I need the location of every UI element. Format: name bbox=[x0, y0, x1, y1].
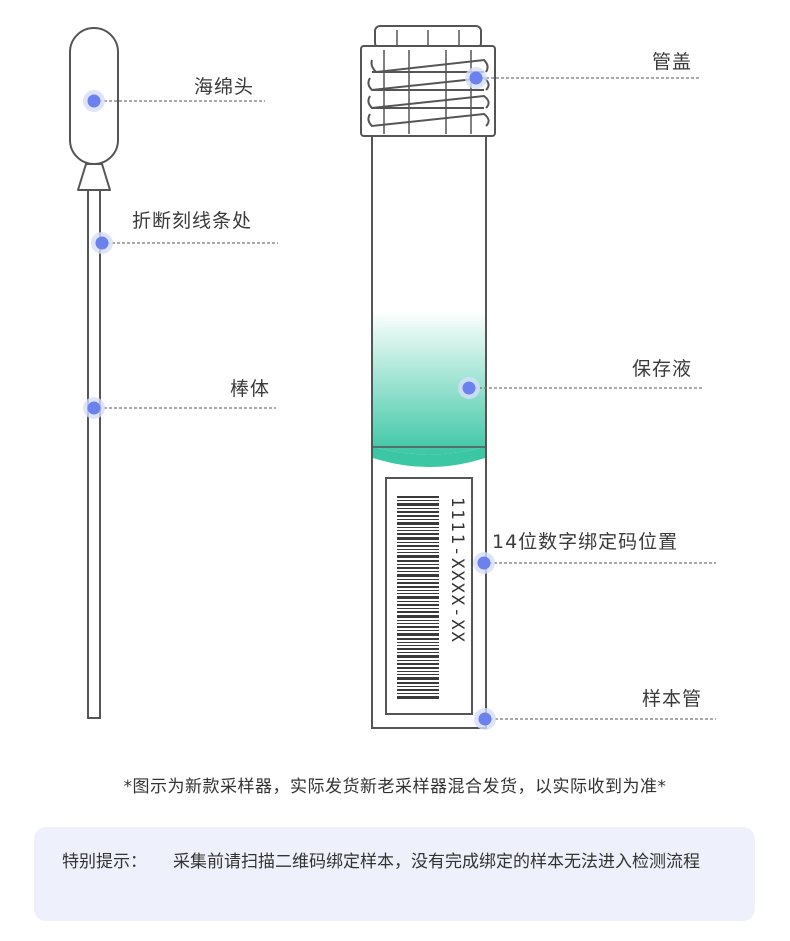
barcode-bar bbox=[397, 642, 439, 643]
barcode-bar bbox=[397, 555, 439, 558]
barcode-bar bbox=[397, 660, 439, 661]
barcode-bar bbox=[397, 620, 439, 621]
barcode-bar bbox=[397, 667, 439, 669]
barcode-bar bbox=[397, 604, 439, 606]
barcode bbox=[397, 496, 439, 699]
preservation-liquid bbox=[373, 310, 485, 455]
barcode-bar bbox=[397, 579, 439, 580]
markers bbox=[83, 67, 496, 730]
barcode-bar bbox=[397, 596, 439, 599]
preservation-liquid-label: 保存液 bbox=[632, 358, 693, 380]
tip-box: 特别提示： 采集前请扫描二维码绑定样本，没有完成绑定的样本无法进入检测流程 bbox=[34, 827, 755, 921]
barcode-bar bbox=[397, 693, 439, 694]
barcode-bar bbox=[397, 582, 439, 584]
barcode-bar bbox=[397, 527, 439, 528]
barcode-bar bbox=[397, 648, 439, 650]
sponge-head-label: 海绵头 bbox=[194, 76, 255, 98]
barcode-bar bbox=[397, 626, 439, 628]
barcode-bar bbox=[397, 623, 439, 624]
rod-label: 棒体 bbox=[230, 378, 271, 400]
barcode-bar bbox=[397, 686, 439, 687]
barcode-bar bbox=[397, 574, 439, 577]
barcode-bar bbox=[397, 571, 439, 572]
tip-label: 特别提示： bbox=[62, 852, 147, 872]
barcode-bar bbox=[397, 611, 439, 613]
barcode-bar bbox=[397, 567, 439, 569]
barcode-bar bbox=[397, 552, 439, 553]
barcode-bar bbox=[397, 549, 439, 550]
barcode-bar bbox=[397, 496, 439, 498]
marker-binding-code bbox=[473, 552, 495, 574]
barcode-bar bbox=[397, 633, 439, 636]
tip-text: 采集前请扫描二维码绑定样本，没有完成绑定的样本无法进入检测流程 bbox=[173, 852, 700, 872]
swab-neck bbox=[77, 163, 111, 191]
marker-rod bbox=[83, 397, 105, 419]
barcode-bar bbox=[397, 630, 439, 631]
barcode-bar bbox=[397, 503, 439, 506]
barcode-bar bbox=[397, 696, 439, 699]
break-line-label: 折断刻线条处 bbox=[132, 210, 253, 232]
marker-sponge-head bbox=[83, 90, 105, 112]
barcode-bar bbox=[397, 542, 439, 543]
leader-lines bbox=[94, 77, 716, 720]
barcode-bar bbox=[397, 638, 439, 640]
barcode-bar bbox=[397, 522, 439, 525]
barcode-bar bbox=[397, 508, 439, 509]
barcode-bar bbox=[397, 615, 439, 618]
sample-tube: 1111-XXXX-XX bbox=[360, 25, 496, 729]
barcode-bar bbox=[397, 671, 439, 672]
barcode-bar bbox=[397, 601, 439, 602]
barcode-bar bbox=[397, 511, 439, 513]
marker-break-line bbox=[91, 232, 113, 254]
barcode-bar bbox=[397, 663, 439, 665]
barcode-bar bbox=[397, 533, 439, 535]
barcode-bar bbox=[397, 537, 439, 540]
binding-code-label: 14位数字绑定码位置 bbox=[492, 531, 679, 553]
barcode-bar bbox=[397, 677, 439, 680]
marker-sample-tube bbox=[474, 708, 496, 730]
barcode-bar bbox=[397, 545, 439, 547]
barcode-bar bbox=[397, 515, 439, 517]
sample-tube-label: 样本管 bbox=[642, 688, 703, 710]
swab-rod bbox=[87, 189, 101, 719]
barcode-bar bbox=[397, 500, 439, 501]
barcode-bar bbox=[397, 590, 439, 591]
marker-cap bbox=[465, 67, 487, 89]
barcode-text: 1111-XXXX-XX bbox=[447, 497, 467, 644]
barcode-bar bbox=[397, 519, 439, 520]
barcode-bar bbox=[397, 652, 439, 653]
barcode-bar bbox=[397, 530, 439, 531]
barcode-bar bbox=[397, 560, 439, 562]
barcode-bar bbox=[397, 682, 439, 684]
barcode-bar bbox=[397, 564, 439, 565]
barcode-bar bbox=[397, 655, 439, 658]
marker-liquid bbox=[458, 377, 480, 399]
sampler-illustration: 1111-XXXX-XX bbox=[69, 25, 716, 730]
barcode-bar bbox=[397, 645, 439, 646]
cap-threads bbox=[367, 58, 490, 128]
barcode-bar bbox=[397, 586, 439, 588]
cap-label: 管盖 bbox=[652, 51, 693, 73]
barcode-bar bbox=[397, 674, 439, 675]
swab bbox=[69, 27, 119, 719]
barcode-bar bbox=[397, 593, 439, 594]
barcode-bar bbox=[397, 689, 439, 691]
barcode-bar bbox=[397, 608, 439, 609]
caption-note: *图示为新款采样器，实际发货新老采样器混合发货，以实际收到为准* bbox=[123, 777, 667, 797]
